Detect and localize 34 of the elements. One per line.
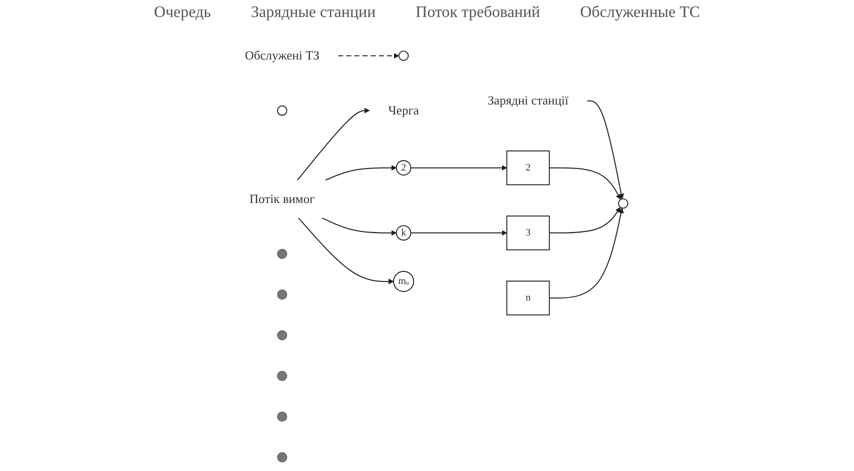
node-box: 2: [506, 150, 550, 186]
arrow: [410, 165, 508, 171]
node-box: n: [506, 280, 550, 316]
node-box: 3: [506, 216, 550, 250]
node-circle: [277, 330, 288, 340]
node-text: Черга: [388, 104, 419, 118]
node-circle: [398, 50, 409, 61]
arrow: [296, 108, 370, 181]
node-circle: [277, 370, 288, 381]
node-circle: [618, 198, 628, 209]
heading-label: Поток требований: [416, 4, 540, 23]
arrow: [586, 100, 624, 200]
arrow: [298, 217, 394, 284]
arrow: [410, 230, 508, 236]
node-circle: mₒ: [393, 270, 414, 292]
node-text: Потік вимог: [250, 192, 315, 206]
node-circle: [277, 290, 288, 300]
arrow: [338, 53, 400, 59]
arrow: [548, 167, 622, 200]
arrow: [324, 165, 397, 181]
node-circle: [277, 412, 288, 422]
node-text: Обслужені ТЗ: [244, 48, 320, 63]
node-circle: [277, 248, 288, 259]
node-circle: k: [396, 225, 412, 241]
node-circle: [277, 452, 288, 462]
node-circle: [277, 105, 288, 116]
heading-label: Обслуженные ТС: [580, 4, 700, 23]
arrow: [548, 207, 621, 234]
heading-label: Зарядные станции: [250, 4, 376, 23]
node-text: Зарядні станції: [488, 94, 568, 108]
arrow: [548, 208, 624, 298]
arrow: [322, 217, 397, 236]
heading-label: Очередь: [154, 4, 211, 23]
node-circle: 2: [396, 160, 412, 176]
